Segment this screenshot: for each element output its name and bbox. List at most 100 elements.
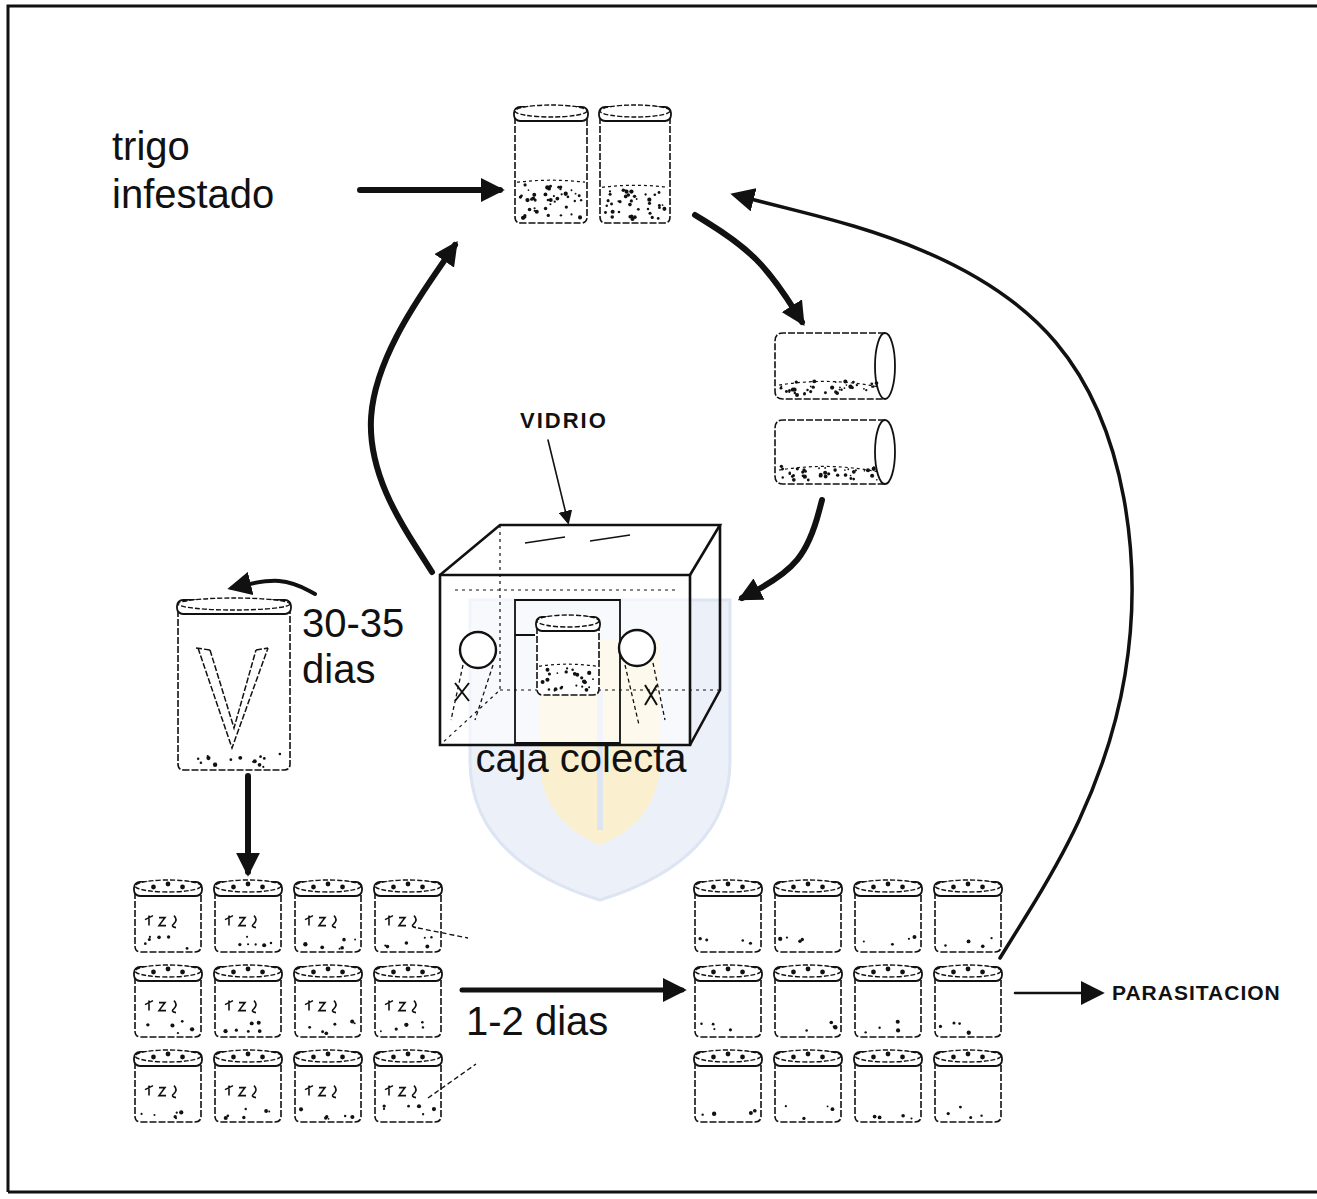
lid-hole xyxy=(326,967,331,972)
lid-hole xyxy=(951,1055,956,1060)
grain-dot xyxy=(528,189,530,191)
grain-dot xyxy=(910,1117,912,1119)
grain-dot xyxy=(544,192,548,196)
jar-icon xyxy=(374,880,442,952)
grain-dot xyxy=(258,1029,262,1033)
lid-hole xyxy=(726,882,731,887)
jar-icon xyxy=(214,965,282,1037)
grain-dot xyxy=(851,386,854,389)
jar-icon xyxy=(294,1050,362,1122)
grain-dot xyxy=(872,385,875,388)
grain-dot xyxy=(712,1112,716,1116)
grain-dot xyxy=(824,467,826,469)
lid-hole xyxy=(420,885,425,890)
jar-icon xyxy=(374,1050,442,1122)
grain-dot xyxy=(549,203,551,205)
grain-dot xyxy=(653,193,656,196)
lid-hole xyxy=(406,1052,411,1057)
grain-dot xyxy=(549,198,553,202)
grain-dot xyxy=(553,195,555,197)
box-side xyxy=(690,525,720,745)
grain-dot xyxy=(617,200,619,202)
lid-hole xyxy=(311,885,316,890)
grain-dot xyxy=(794,392,797,395)
lid-hole xyxy=(406,882,411,887)
grain-dot xyxy=(179,1110,183,1114)
flow-arrow xyxy=(360,187,500,193)
lid-hole xyxy=(951,970,956,975)
jar-lid-top xyxy=(695,880,761,892)
grain-dot xyxy=(541,680,545,684)
jar-lid-top xyxy=(695,965,761,977)
jar-lid-top xyxy=(515,105,587,117)
grain-dot xyxy=(981,945,985,949)
grain-dot xyxy=(174,1115,177,1118)
grain-dot xyxy=(242,1116,245,1119)
grain-dot xyxy=(850,475,852,477)
grain-dot xyxy=(528,208,532,212)
grain-dot xyxy=(350,1019,354,1023)
grain-dot xyxy=(803,393,806,396)
grain-dot xyxy=(148,938,151,941)
flow-arrow xyxy=(245,776,251,872)
lid-hole xyxy=(391,970,396,975)
lid-hole xyxy=(980,970,985,975)
grain-dot xyxy=(422,1026,424,1028)
grain-dot xyxy=(342,938,346,942)
grain-dot xyxy=(749,1111,753,1115)
grain-dot xyxy=(852,470,856,474)
lid-hole xyxy=(166,1052,171,1057)
grain-dot xyxy=(555,197,559,201)
lid-hole xyxy=(340,885,345,890)
grain-dot xyxy=(780,385,782,387)
jar-body xyxy=(515,117,587,223)
jar-body xyxy=(695,892,761,952)
lid-hole xyxy=(260,885,265,890)
grain-dot xyxy=(789,389,791,391)
grain-dot xyxy=(206,756,210,760)
grain-dot xyxy=(144,942,147,945)
grain-dot xyxy=(796,467,799,470)
grain-dot xyxy=(629,189,633,193)
lid-hole xyxy=(340,970,345,975)
grain-dot xyxy=(339,948,341,950)
lid-hole xyxy=(246,882,251,887)
jar-body xyxy=(178,610,290,770)
jar-body xyxy=(375,892,441,952)
lid-hole xyxy=(711,885,716,890)
grain-dot xyxy=(252,761,254,763)
grain-dot xyxy=(571,669,574,672)
jar-lid-top xyxy=(135,1050,201,1062)
lid-hole xyxy=(791,970,796,975)
grain-dot xyxy=(525,198,529,202)
grain-level xyxy=(517,180,585,182)
jar-lid-top xyxy=(295,880,361,892)
grain-dot xyxy=(548,672,551,675)
grain-dot xyxy=(622,189,625,192)
lid-hole xyxy=(711,1055,716,1060)
jar-mark xyxy=(385,1086,416,1098)
grain-dot xyxy=(344,1115,346,1117)
grain-dot xyxy=(587,671,591,675)
grain-dot xyxy=(864,1031,866,1033)
grain-dot xyxy=(581,686,583,688)
grain-dot xyxy=(824,391,827,394)
jar-icon xyxy=(934,880,1002,952)
grain-dot xyxy=(786,936,788,938)
lid-hole xyxy=(391,1055,396,1060)
grain-dot xyxy=(561,193,563,195)
grain-dot xyxy=(226,1114,229,1117)
sleeve-hole xyxy=(619,630,655,666)
jar-mark xyxy=(225,1001,256,1013)
grain-dot xyxy=(570,213,572,215)
grain-dot xyxy=(565,670,568,673)
jar-mark xyxy=(385,916,416,928)
grain-dot xyxy=(259,755,262,758)
grain-dot xyxy=(333,1023,336,1026)
grain-dot xyxy=(870,382,873,385)
grain-dot xyxy=(827,1105,829,1107)
grain-dot xyxy=(546,668,550,672)
grain-dot xyxy=(846,384,848,386)
grain-dot xyxy=(583,681,587,685)
